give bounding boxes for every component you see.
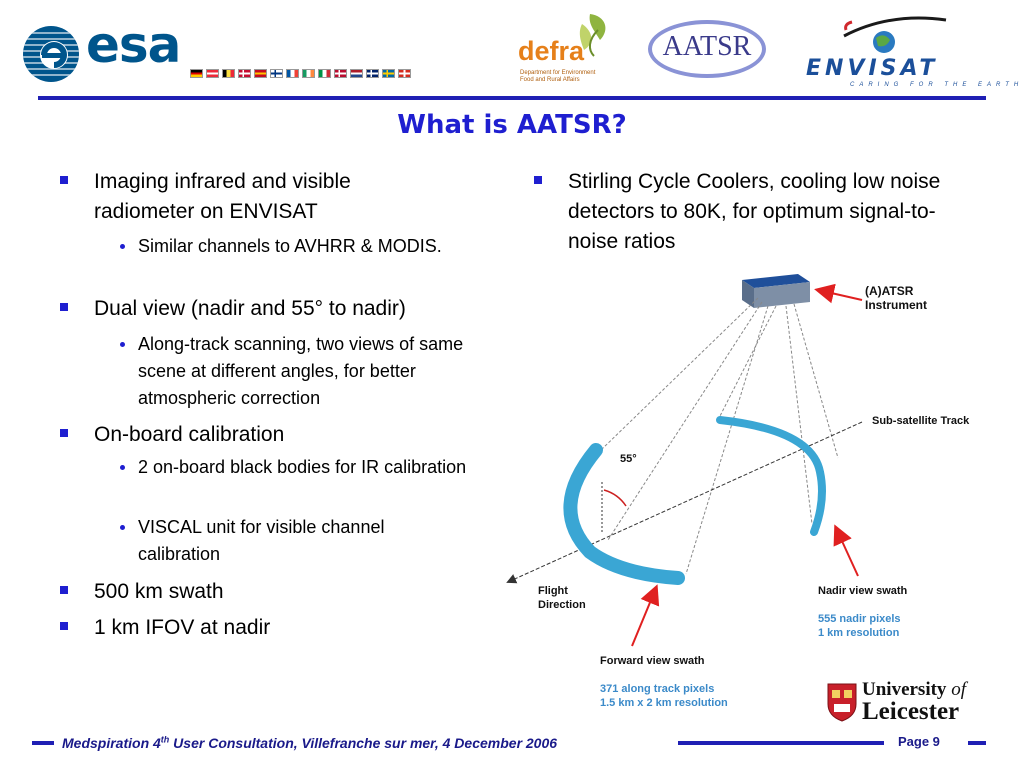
flag-sweden-icon: [382, 69, 395, 78]
label-angle: 55°: [620, 453, 637, 465]
flag-italy-icon: [318, 69, 331, 78]
flag-germany-icon: [190, 69, 203, 78]
sub-bullet-3-1: 2 on-board black bodies for IR calibrati…: [138, 457, 467, 477]
bullet-1: Imaging infrared and visible radiometer …: [94, 170, 351, 223]
right-bullet: Stirling Cycle Coolers, cooling low nois…: [568, 170, 941, 253]
leicester-wordmark-name: Leicester: [862, 698, 960, 725]
sub-bullet-dot-icon: [120, 244, 125, 249]
bullet-square-icon: [60, 303, 68, 311]
label-flight-direction: Flight Direction: [538, 585, 586, 611]
bullet-square-icon: [60, 429, 68, 437]
forward-info-1: 371 along track pixels: [600, 683, 715, 695]
bullet-5: 1 km IFOV at nadir: [94, 616, 271, 639]
label-nadir-swath: Nadir view swath: [818, 585, 908, 597]
footer-caption: Medspiration 4th User Consultation, Vill…: [62, 734, 558, 751]
flag-netherlands-icon: [350, 69, 363, 78]
envisat-tagline: CARING FOR THE EARTH: [850, 82, 1024, 88]
label-instrument: (A)ATSR Instrument: [865, 284, 928, 312]
defra-subtitle: Department for Environment Food and Rura…: [520, 70, 596, 83]
footer-rule-right: [678, 741, 884, 745]
flag-denmark-icon: [238, 69, 251, 78]
slide-title: What is AATSR?: [397, 110, 627, 140]
bullet-square-icon: [60, 622, 68, 630]
flag-switzerland-icon: [398, 69, 411, 78]
sub-bullet-dot-icon: [120, 465, 125, 470]
member-flags: [190, 69, 411, 78]
flag-belgium-icon: [222, 69, 235, 78]
defra-leaf-icon: [579, 14, 606, 57]
header-divider: [38, 96, 986, 100]
sub-bullet-1-1: Similar channels to AVHRR & MODIS.: [138, 236, 442, 256]
esa-wordmark: esa: [86, 16, 181, 74]
esa-globe-icon: [23, 26, 79, 82]
flag-france-icon: [286, 69, 299, 78]
defra-wordmark: defra: [518, 36, 585, 66]
forward-info-2: 1.5 km x 2 km resolution: [600, 697, 728, 709]
aatsr-logo-text: AATSR: [662, 31, 752, 62]
envisat-satellite-icon: [843, 16, 947, 53]
flag-uk-icon: [366, 69, 379, 78]
forward-swath: [563, 443, 685, 585]
flag-norway-icon: [334, 69, 347, 78]
flag-spain-icon: [254, 69, 267, 78]
bullet-3: On-board calibration: [94, 423, 285, 446]
flag-austria-icon: [206, 69, 219, 78]
label-forward-swath: Forward view swath: [600, 655, 705, 667]
sub-bullet-2-1: Along-track scanning, two views of same …: [138, 334, 464, 408]
footer-rule-left: [32, 741, 54, 745]
flag-ireland-icon: [302, 69, 315, 78]
bullet-square-icon: [534, 176, 542, 184]
sub-bullet-dot-icon: [120, 342, 125, 347]
sub-bullet-dot-icon: [120, 525, 125, 530]
bullet-4: 500 km swath: [94, 580, 224, 603]
nadir-info-2: 1 km resolution: [818, 627, 900, 639]
leicester-wordmark-university: University of: [862, 679, 966, 700]
envisat-wordmark: ENVISAT: [806, 56, 939, 81]
bullet-square-icon: [60, 586, 68, 594]
bullet-2: Dual view (nadir and 55° to nadir): [94, 297, 406, 320]
instrument-box: [742, 274, 810, 308]
footer-rule-end: [968, 741, 986, 745]
bullet-square-icon: [60, 176, 68, 184]
label-subsat-track: Sub-satellite Track: [872, 415, 970, 427]
leicester-shield-icon: [827, 683, 857, 722]
nadir-info-1: 555 nadir pixels: [818, 613, 901, 625]
page-number: Page 9: [898, 734, 940, 749]
flag-finland-icon: [270, 69, 283, 78]
sub-bullet-3-2: VISCAL unit for visible channel calibrat…: [138, 517, 385, 564]
aatsr-geometry-diagram: (A)ATSR Instrument Sub-satellite Track 5…: [500, 262, 1000, 722]
nadir-swath: [716, 416, 826, 536]
aatsr-logo-oval: [648, 20, 766, 78]
diagram-drawing: [506, 274, 863, 647]
